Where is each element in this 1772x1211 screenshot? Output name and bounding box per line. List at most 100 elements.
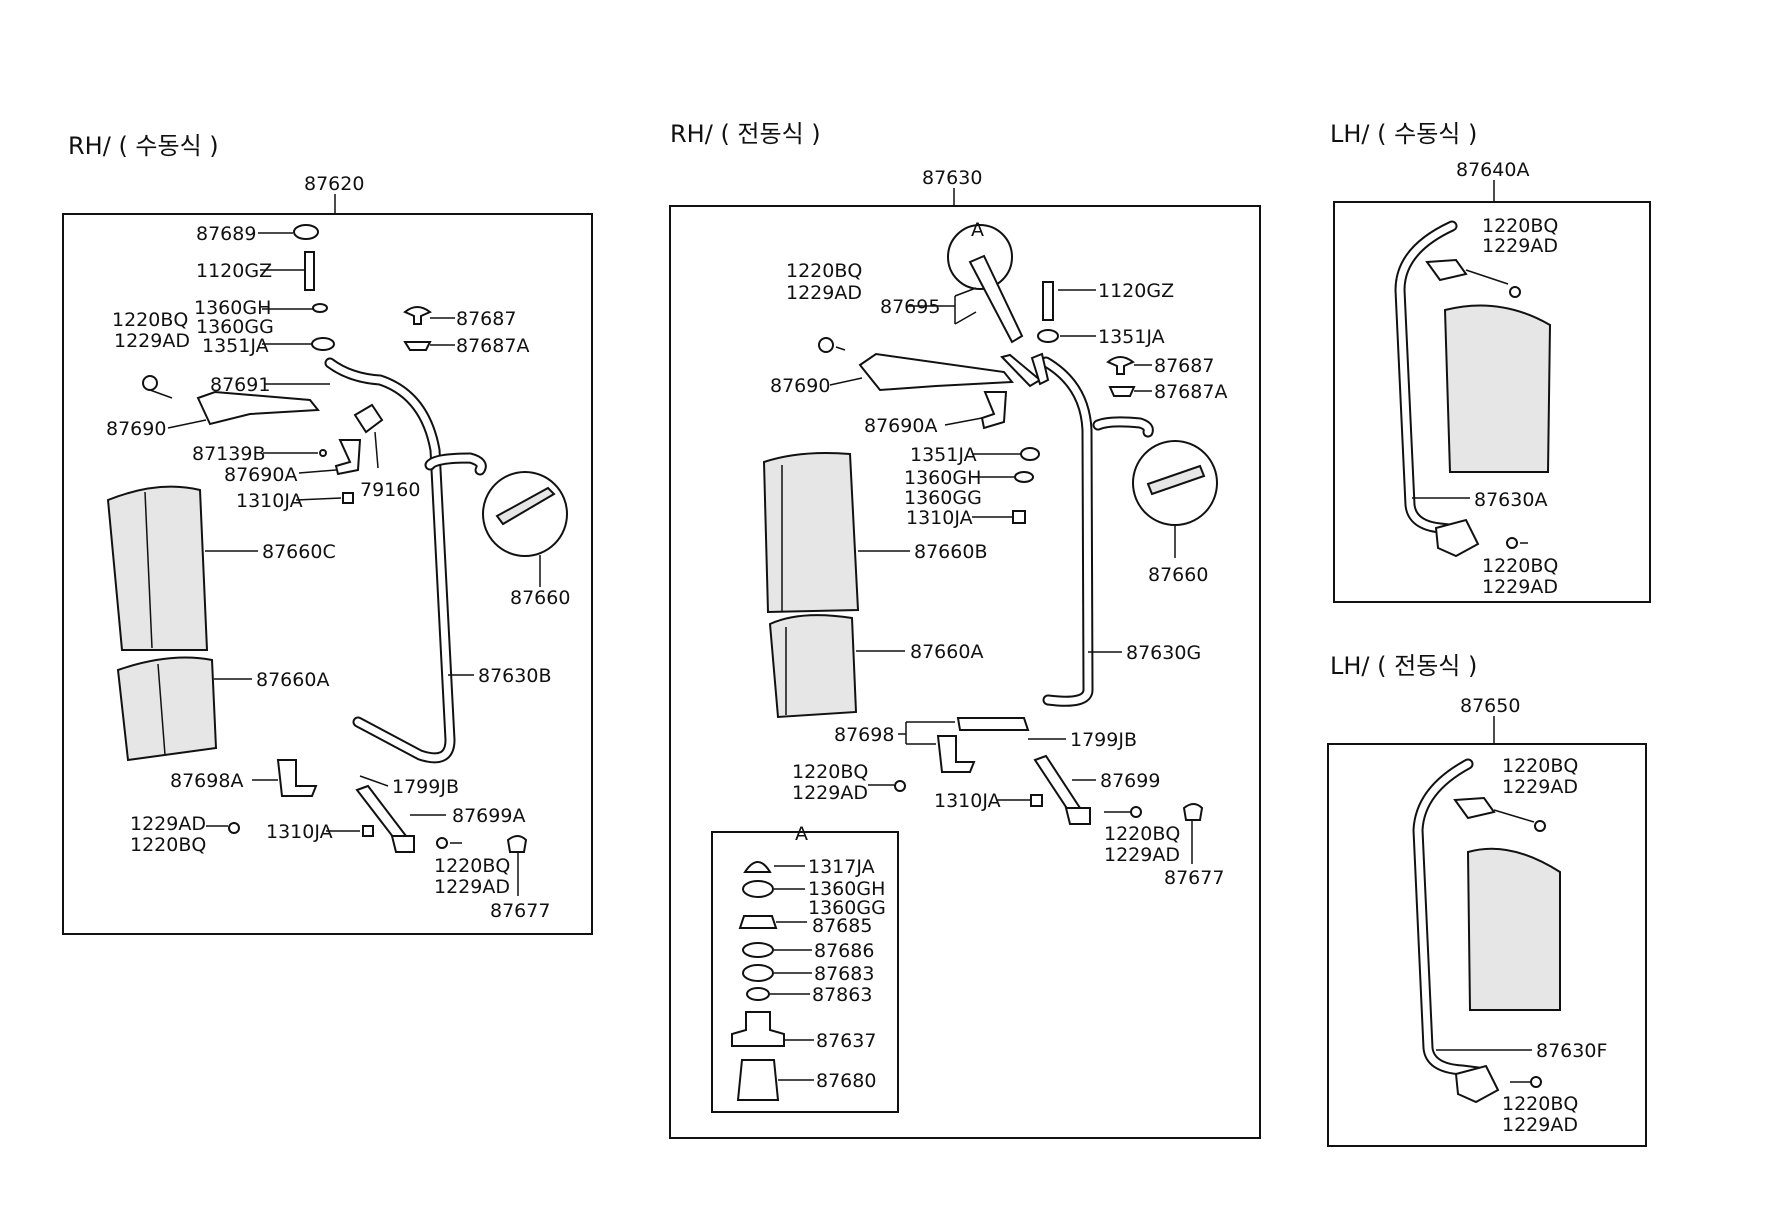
part-label: 1220BQ: [786, 260, 862, 282]
bracket-87690A: [334, 439, 362, 476]
mirror-head-87660A: [768, 614, 858, 719]
cap-87677: [506, 835, 528, 853]
washer-1351JA: [1037, 329, 1059, 343]
part-label: 1229AD: [1482, 235, 1558, 257]
part-label: 87689: [196, 223, 256, 245]
assembly-frame: [62, 213, 593, 935]
part-label: 1220BQ: [112, 309, 188, 331]
part-label: 87660A: [910, 641, 983, 663]
leader-lines: [1436, 809, 1535, 1083]
part-label: 87690: [106, 418, 166, 440]
part-labels: 1220BQ 1229AD 87630A 1220BQ 1229AD: [1474, 215, 1558, 598]
detail-marker: A: [971, 219, 984, 241]
part-label: 1220BQ: [1502, 755, 1578, 777]
nut-1310JA: [1012, 510, 1026, 524]
part-label: 87660B: [914, 541, 987, 563]
part-label: 1220BQ: [434, 855, 510, 877]
detail-label: 87683: [814, 963, 874, 985]
part-label: 87630A: [1474, 489, 1547, 511]
screw-1220BQ: [142, 375, 158, 391]
motor-1799JB: [956, 717, 1030, 731]
bushing-87637: [731, 1011, 785, 1047]
part-label: 1220BQ: [1104, 823, 1180, 845]
leader-lines: [1412, 269, 1528, 544]
nut-1310JA: [342, 492, 354, 504]
part-labels: 1220BQ 1229AD 87695 1120GZ 1351JA 87687 …: [770, 260, 1227, 1092]
part-label: 87687A: [1154, 381, 1227, 403]
assembly-number: 87620: [304, 173, 364, 195]
section-title: RH/ ( 전동식 ): [670, 120, 821, 148]
assembly-number: 87650: [1460, 695, 1520, 717]
part-label: 87690A: [864, 415, 937, 437]
round-mirror-87660: [482, 471, 568, 557]
part-label: 1229AD: [114, 330, 190, 352]
part-label: 87690: [770, 375, 830, 397]
section-title: LH/ ( 전동식 ): [1330, 652, 1477, 680]
cap-87687: [1106, 356, 1135, 375]
part-label: 1229AD: [1502, 776, 1578, 798]
detail-label: 87637: [816, 1030, 876, 1052]
leader-lines: [770, 287, 1193, 1081]
screw-1220BQ-lower: [436, 837, 448, 849]
part-labels: 87689 1120GZ 1360GH 1360GG 1351JA 87687 …: [106, 223, 570, 922]
screw-1220BQ: [1509, 286, 1521, 298]
part-label: 87660A: [256, 669, 329, 691]
mirror-stay-pipe: [1412, 758, 1484, 1078]
assembly-number: 87640A: [1456, 159, 1529, 181]
detail-label: 87680: [816, 1070, 876, 1092]
screw-1229AD: [228, 822, 240, 834]
cap-87687A: [403, 341, 432, 351]
part-label: 1120GZ: [1098, 280, 1174, 302]
part-label: 87699: [1100, 770, 1160, 792]
detail-label: 87686: [814, 940, 874, 962]
screw-1220BQ: [818, 337, 834, 353]
collar-87685: [738, 915, 778, 929]
part-label: 87687A: [456, 335, 529, 357]
part-label: 1310JA: [236, 490, 303, 512]
part-label: 87630F: [1536, 1040, 1607, 1062]
screw-1220BQ-c: [1130, 806, 1142, 818]
section-rh-power: RH/ ( 전동식 ) 87630 A: [669, 120, 1261, 1139]
part-label: 1229AD: [130, 813, 206, 835]
assembly-frame: [669, 205, 1261, 1139]
washer-1351JA: [311, 337, 335, 351]
part-label: 87139B: [192, 443, 265, 465]
bracket: [1425, 258, 1468, 282]
washer-1351JA-b: [1020, 447, 1040, 461]
part-label: 87695: [880, 296, 940, 318]
part-label: 1220BQ: [792, 761, 868, 783]
part-label: 1310JA: [266, 821, 333, 843]
part-label: 1799JB: [1070, 729, 1137, 751]
bracket: [1453, 796, 1496, 820]
bolt-1120GZ: [1042, 281, 1054, 321]
leader-lines: [149, 232, 541, 896]
detail-label: 1360GH: [808, 878, 885, 900]
cap-87689: [293, 224, 319, 240]
section-lh-manual: LH/ ( 수동식 ) 87640A 1220BQ 1229AD 87630A …: [1330, 120, 1651, 603]
washer-1360GH: [1014, 471, 1034, 483]
part-label: 1360GG: [196, 316, 274, 338]
mirror-head-87660A: [116, 656, 218, 762]
part-label: 1310JA: [906, 507, 973, 529]
cap-87677: [1182, 803, 1204, 821]
washer-87683: [742, 964, 774, 982]
part-label: 87677: [490, 900, 550, 922]
bracket-87698: [936, 735, 976, 773]
part-label: 79160: [360, 479, 420, 501]
part-label: 87699A: [452, 805, 525, 827]
washer-1360GH: [742, 880, 774, 898]
section-title: LH/ ( 수동식 ): [1330, 120, 1477, 148]
part-label: 87660C: [262, 541, 336, 563]
screw-1220BQ-b: [1506, 537, 1518, 549]
part-label: 1799JB: [392, 776, 459, 798]
bracket-87690A: [980, 391, 1008, 430]
cap-87687: [403, 306, 432, 325]
cap-1317JA: [743, 861, 772, 873]
section-rh-manual: RH/ ( 수동식 ) 87620: [62, 132, 593, 935]
assembly-number: 87630: [922, 167, 982, 189]
washer-87863: [746, 987, 770, 1001]
part-labels: 1220BQ 1229AD 87630F 1220BQ 1229AD: [1502, 755, 1607, 1136]
mirror-head-87660B: [762, 452, 860, 614]
part-label: 87630G: [1126, 642, 1201, 664]
